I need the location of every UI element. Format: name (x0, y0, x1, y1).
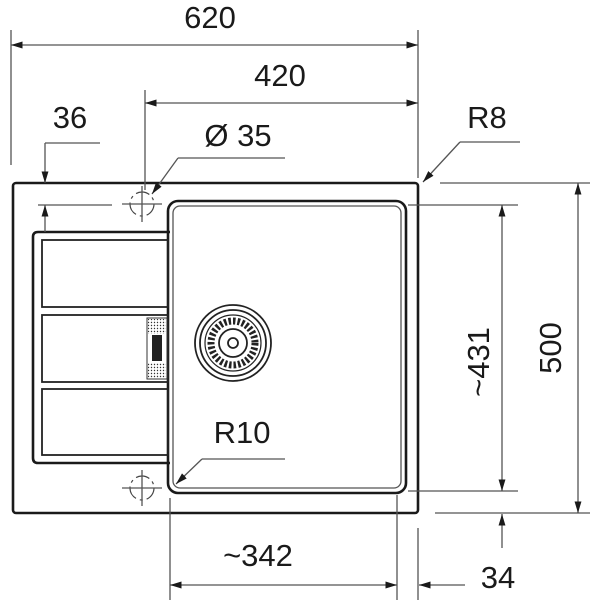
label-342: ~342 (223, 538, 293, 573)
tap-hole-top (122, 186, 162, 222)
tap-hole-bottom (122, 470, 162, 506)
label-500: 500 (533, 322, 568, 374)
overflow-icon (146, 317, 168, 380)
label-34: 34 (481, 560, 515, 595)
dimension-r8 (422, 141, 520, 183)
bowl (166, 199, 408, 495)
label-431: ~431 (461, 327, 496, 397)
label-r10: R10 (214, 415, 271, 450)
sink-outer-outline (11, 181, 420, 515)
dimension-bowl-width (169, 495, 465, 600)
dimension-r10 (175, 458, 285, 485)
label-36: 36 (53, 100, 87, 135)
drainer (31, 230, 170, 465)
dimension-36 (38, 142, 112, 232)
dimension-overall-width (10, 30, 419, 178)
label-620: 620 (184, 0, 236, 35)
dimension-tap-hole-diameter (151, 157, 285, 195)
label-r8: R8 (467, 100, 507, 135)
drain-strainer-icon (194, 304, 272, 382)
label-420: 420 (254, 58, 306, 93)
label-diameter-35: Ø 35 (204, 118, 271, 153)
dimension-bowl-depth (408, 204, 518, 492)
dimension-overall-depth (435, 182, 590, 514)
dimension-420 (144, 90, 418, 190)
